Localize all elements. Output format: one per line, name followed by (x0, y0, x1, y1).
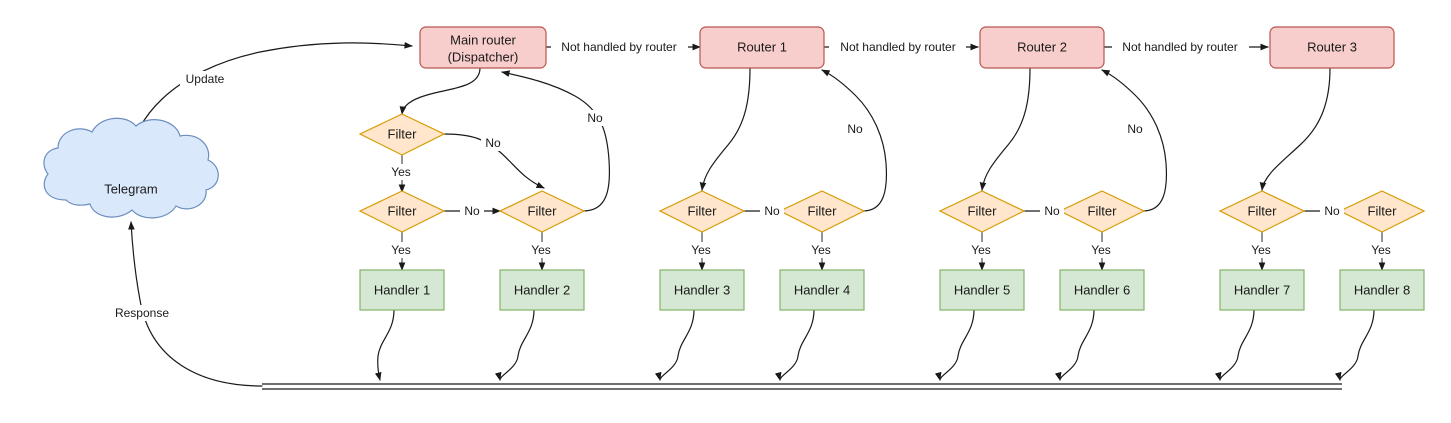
label-yes-6: Yes (964, 242, 998, 258)
label-not-handled-1: Not handled by router (551, 39, 688, 55)
label-yes-9: Yes (1364, 242, 1398, 258)
edge-r1-to-filter-d (699, 67, 751, 191)
label-yes-4: Yes (684, 242, 718, 258)
label-yes-2: Yes (384, 242, 418, 258)
edge-response (128, 221, 263, 387)
edge-filter-g-to-r2 (1101, 69, 1168, 212)
label-yes-1: Yes (384, 164, 418, 180)
filter-h-node[interactable]: Filter (1218, 190, 1306, 233)
filter-e-node[interactable]: Filter (778, 190, 866, 233)
label-no-4: No (760, 203, 784, 219)
router-1-node[interactable]: Router 1 (699, 26, 825, 69)
label-no-6: No (1040, 203, 1064, 219)
edge-handler-6-to-bus (1054, 309, 1095, 381)
label-yes-7: Yes (1084, 242, 1118, 258)
label-no-3: No (460, 203, 484, 219)
handler-2-node[interactable]: Handler 2 (499, 269, 585, 311)
label-not-handled-3: Not handled by router (1112, 39, 1249, 55)
cloud-icon (43, 117, 219, 219)
main-router-node[interactable]: Main router (Dispatcher) (419, 26, 547, 69)
response-bus (262, 383, 1342, 390)
filter-b-node[interactable]: Filter (358, 190, 446, 233)
edge-handler-7-to-bus (1214, 309, 1255, 381)
filter-c-node[interactable]: Filter (498, 190, 586, 233)
router-2-node[interactable]: Router 2 (979, 26, 1105, 69)
label-no-2: No (583, 110, 607, 126)
handler-8-node[interactable]: Handler 8 (1339, 269, 1425, 311)
handler-6-node[interactable]: Handler 6 (1059, 269, 1145, 311)
edge-handler-1-to-bus (374, 309, 395, 381)
edge-filter-a-to-filter-c (443, 133, 545, 189)
label-no-1: No (481, 135, 505, 151)
edge-r3-to-filter-h (1259, 67, 1331, 191)
edge-handler-5-to-bus (934, 309, 975, 381)
label-yes-8: Yes (1244, 242, 1278, 258)
filter-i-node[interactable]: Filter (1338, 190, 1426, 233)
filter-d-node[interactable]: Filter (658, 190, 746, 233)
edge-handler-8-to-bus (1334, 309, 1375, 381)
label-update: Update (180, 71, 230, 87)
filter-f-node[interactable]: Filter (938, 190, 1026, 233)
label-no-7: No (1123, 121, 1147, 137)
label-not-handled-2: Not handled by router (829, 39, 966, 55)
handler-4-node[interactable]: Handler 4 (779, 269, 865, 311)
filter-a-node[interactable]: Filter (358, 113, 446, 156)
handler-7-node[interactable]: Handler 7 (1219, 269, 1305, 311)
label-no-5: No (843, 121, 867, 137)
router-3-node[interactable]: Router 3 (1269, 26, 1395, 69)
label-response: Response (108, 305, 176, 321)
edge-handler-4-to-bus (774, 309, 815, 381)
telegram-cloud-node[interactable]: Telegram (43, 117, 219, 219)
edge-filter-c-to-main (501, 70, 611, 212)
edge-filter-e-to-r1 (821, 69, 888, 212)
edge-r2-to-filter-f (979, 67, 1031, 191)
filter-g-node[interactable]: Filter (1058, 190, 1146, 233)
label-no-8: No (1320, 203, 1344, 219)
label-yes-5: Yes (804, 242, 838, 258)
label-yes-3: Yes (524, 242, 558, 258)
handler-3-node[interactable]: Handler 3 (659, 269, 745, 311)
handler-1-node[interactable]: Handler 1 (359, 269, 445, 311)
edge-main-to-filter-a (399, 67, 481, 115)
handler-5-node[interactable]: Handler 5 (939, 269, 1025, 311)
edge-handler-3-to-bus (654, 309, 695, 381)
edge-handler-2-to-bus (494, 309, 535, 381)
